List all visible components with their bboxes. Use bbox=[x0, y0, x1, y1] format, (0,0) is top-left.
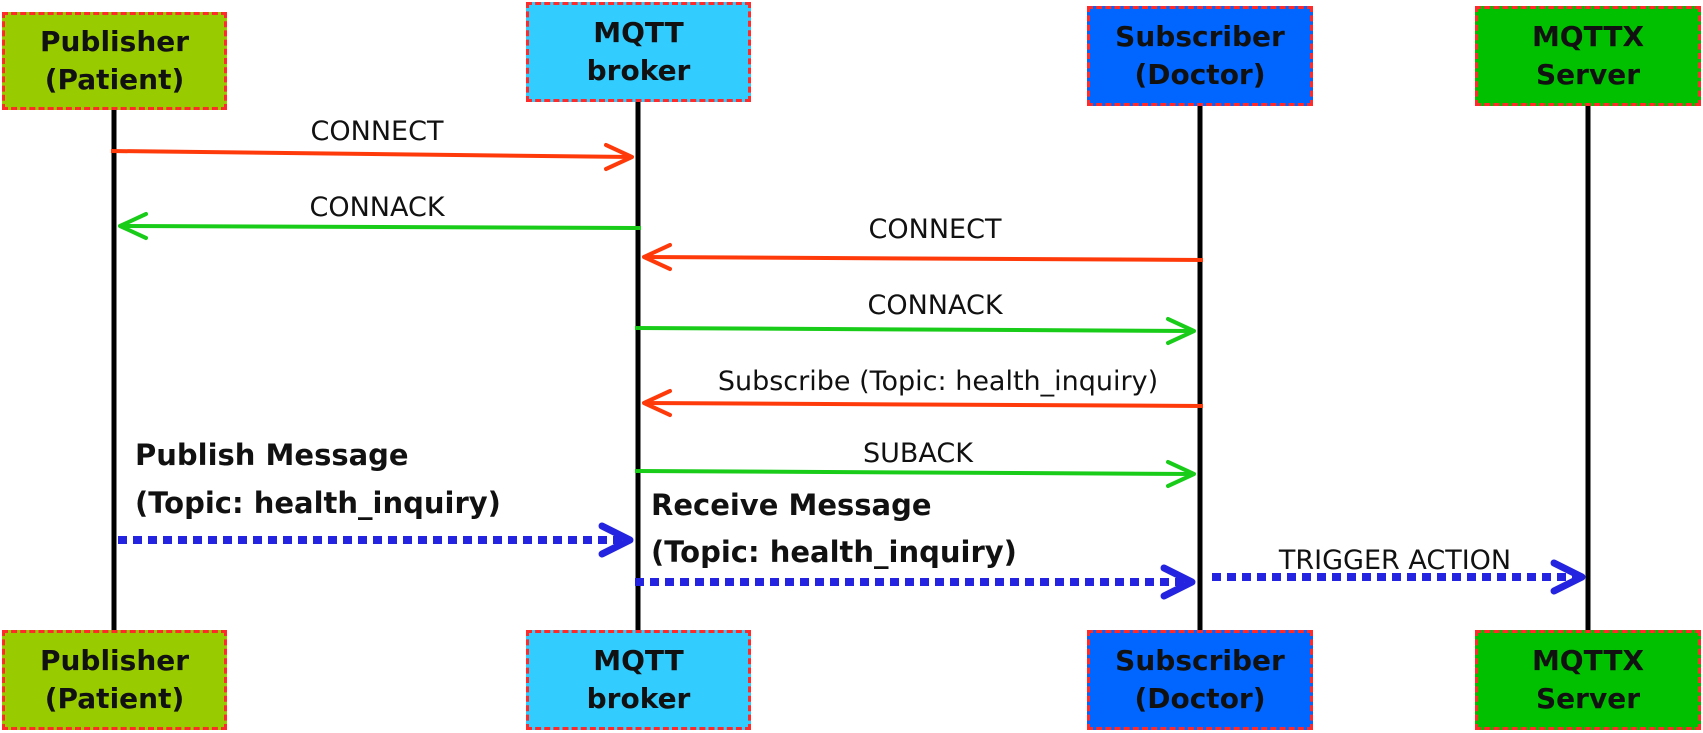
message-arrow-line bbox=[643, 401, 1204, 408]
arrow-head-icon bbox=[1550, 559, 1586, 595]
message-arrow-line bbox=[634, 469, 1195, 476]
participant-sublabel: Server bbox=[1535, 682, 1640, 715]
message-arrow-line bbox=[634, 326, 1195, 333]
participant-broker-bottom: MQTT broker bbox=[526, 630, 751, 730]
participant-label: MQTTX bbox=[1531, 20, 1645, 53]
participant-label: MQTTX bbox=[1531, 644, 1645, 677]
message-label: Subscribe (Topic: health_inquiry) bbox=[718, 366, 1158, 397]
message-label: (Topic: health_inquiry) bbox=[135, 486, 501, 520]
message-label: Receive Message bbox=[651, 488, 932, 522]
message-sub-connack: CONNACK bbox=[634, 290, 1196, 345]
message-label: CONNACK bbox=[867, 290, 1003, 321]
message-trigger: TRIGGER ACTION bbox=[1212, 545, 1586, 595]
message-label: SUBACK bbox=[863, 438, 974, 469]
message-arrow-line bbox=[119, 224, 642, 230]
message-pub-connack: CONNACK bbox=[118, 192, 642, 240]
participant-subscriber-top: Subscriber (Doctor) bbox=[1087, 6, 1313, 106]
arrow-head-icon bbox=[1166, 317, 1196, 345]
message-arrow-line bbox=[110, 149, 633, 159]
message-publish: Publish Message (Topic: health_inquiry) bbox=[118, 438, 634, 558]
message-label: TRIGGER ACTION bbox=[1278, 545, 1511, 576]
participant-label: MQTT bbox=[593, 16, 684, 49]
message-label: CONNECT bbox=[869, 214, 1002, 245]
arrow-head-icon bbox=[604, 143, 634, 171]
message-subscribe: Subscribe (Topic: health_inquiry) bbox=[642, 366, 1204, 417]
participant-sublabel: broker bbox=[586, 682, 691, 715]
participant-publisher-top: Publisher (Patient) bbox=[2, 12, 227, 110]
arrow-head-icon bbox=[1166, 460, 1196, 488]
participant-sublabel: (Patient) bbox=[44, 63, 185, 96]
message-sub-connect: CONNECT bbox=[642, 214, 1204, 271]
participant-sublabel: (Patient) bbox=[44, 682, 185, 715]
participant-server-bottom: MQTTX Server bbox=[1475, 630, 1701, 730]
participant-server-top: MQTTX Server bbox=[1475, 6, 1701, 106]
participant-sublabel: (Doctor) bbox=[1134, 682, 1266, 715]
message-arrow-line bbox=[643, 255, 1204, 262]
participant-label: MQTT bbox=[593, 644, 684, 677]
participant-sublabel: (Doctor) bbox=[1134, 58, 1266, 91]
message-label: Publish Message bbox=[135, 438, 409, 472]
arrow-head-icon bbox=[642, 243, 672, 271]
participant-sublabel: broker bbox=[586, 54, 691, 87]
participant-publisher-bottom: Publisher (Patient) bbox=[2, 630, 227, 730]
participant-sublabel: Server bbox=[1535, 58, 1640, 91]
message-label: CONNECT bbox=[311, 116, 444, 147]
participant-label: Subscriber bbox=[1115, 644, 1285, 677]
arrow-head-icon bbox=[118, 212, 148, 240]
participant-broker-top: MQTT broker bbox=[526, 2, 751, 102]
arrow-head-icon bbox=[598, 522, 634, 558]
participant-label: Publisher bbox=[39, 25, 190, 58]
message-label: (Topic: health_inquiry) bbox=[651, 535, 1017, 569]
arrow-head-icon bbox=[642, 389, 672, 417]
participant-label: Publisher bbox=[39, 644, 190, 677]
participant-label: Subscriber bbox=[1115, 20, 1285, 53]
participant-subscriber-bottom: Subscriber (Doctor) bbox=[1087, 630, 1313, 730]
message-receive: Receive Message (Topic: health_inquiry) bbox=[635, 488, 1196, 600]
arrow-head-icon bbox=[1160, 564, 1196, 600]
message-label: CONNACK bbox=[309, 192, 445, 223]
message-suback: SUBACK bbox=[634, 438, 1196, 488]
message-pub-connect: CONNECT bbox=[110, 116, 634, 171]
